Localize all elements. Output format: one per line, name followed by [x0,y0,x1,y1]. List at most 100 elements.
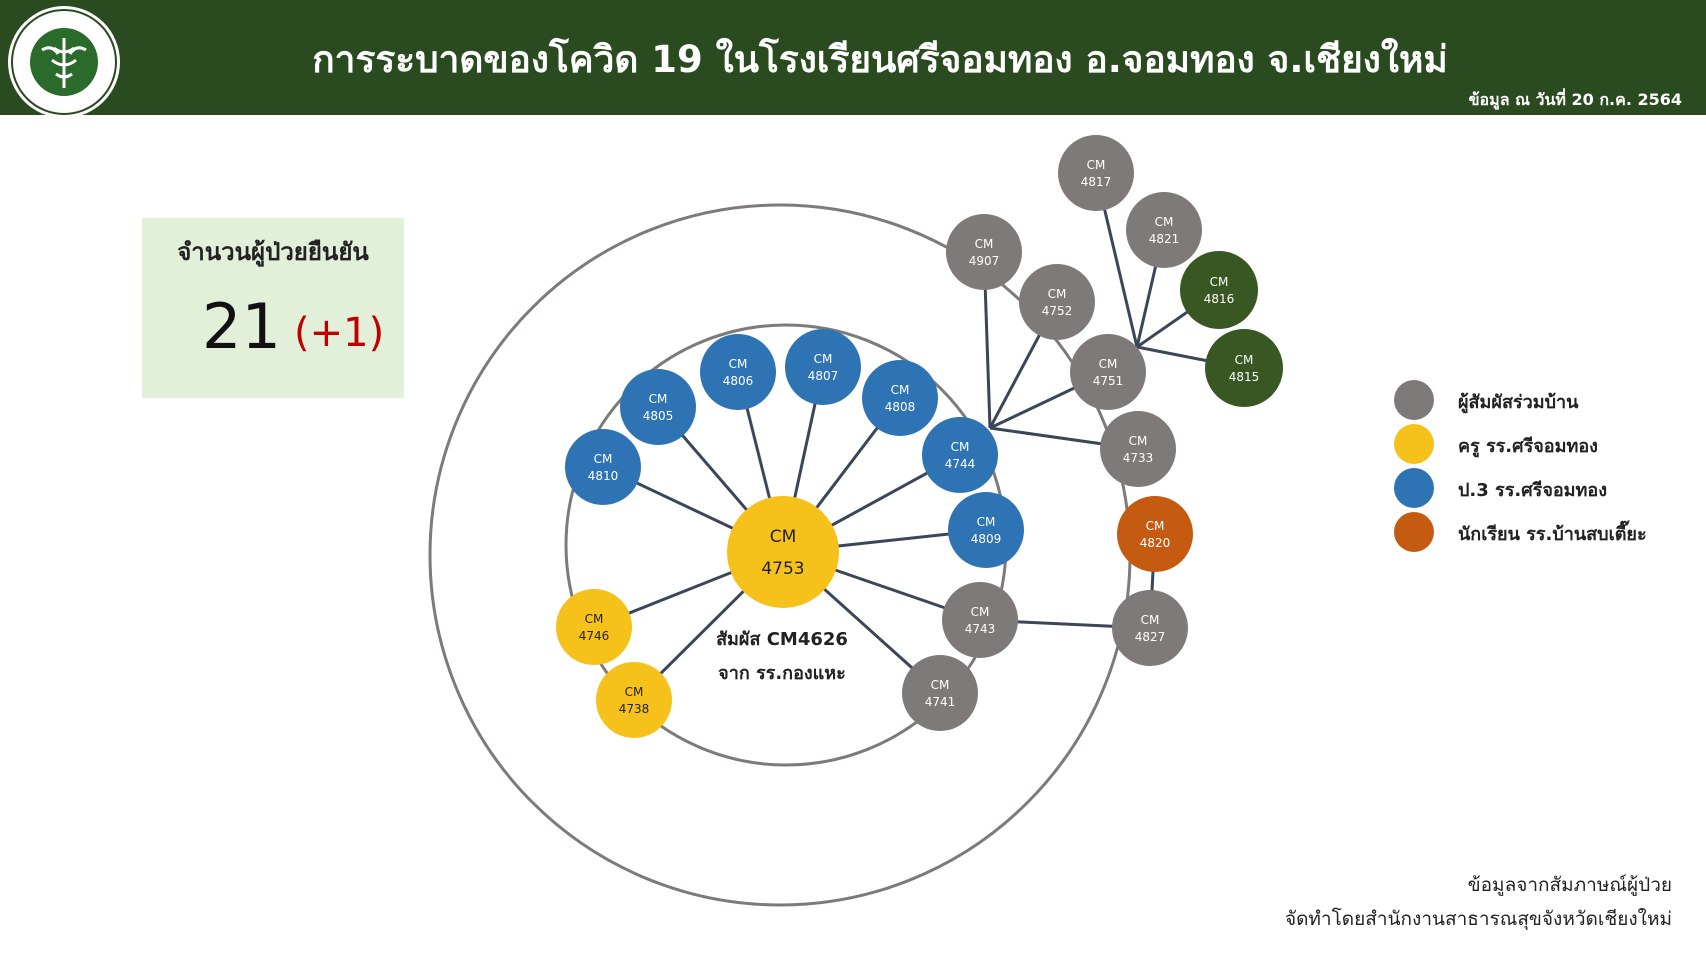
case-node-prefix: CM [649,392,668,406]
footer-source: ข้อมูลจากสัมภาษณ์ผู้ป่วย [1467,874,1672,896]
case-node-prefix: CM [951,440,970,454]
case-node-id: 4752 [1042,304,1073,318]
case-node-4821: CM 4821 [1126,192,1202,268]
case-node-4816: CM 4816 [1180,251,1258,329]
case-node-id: 4807 [808,369,839,383]
case-node-id: 4815 [1229,370,1260,384]
case-node-id: 4741 [925,695,956,709]
case-node-circle [1100,411,1176,487]
case-node-4746: CM 4746 [556,589,632,665]
case-node-id: 4821 [1149,232,1180,246]
case-node-id: 4827 [1135,630,1166,644]
legend-item-p3: ป.3 รร.ศรีจอมทอง [1394,468,1684,508]
data-date: ข้อมูล ณ วันที่ 20 ก.ค. 2564 [1468,90,1682,109]
case-node-circle [1117,496,1193,572]
case-node-circle [1205,329,1283,407]
case-node-circle [1070,334,1146,410]
confirmed-cases-label: จำนวนผู้ป่วยยืนยัน [177,238,369,266]
case-node-circle [620,369,696,445]
case-node-id: 4907 [969,254,1000,268]
legend-label-p3: ป.3 รร.ศรีจอมทอง [1458,480,1608,501]
case-node-circle [596,662,672,738]
case-node-id: 4746 [579,629,610,643]
case-node-id: 4753 [761,559,804,579]
legend-label-student-other: นักเรียน รร.บ้านสบเตี๊ยะ [1458,524,1647,545]
case-node-prefix: CM [1235,353,1254,367]
case-node-id: 4820 [1140,536,1171,550]
case-node-circle [902,655,978,731]
case-node-circle [727,496,839,608]
legend-dot-household [1394,380,1434,420]
ministry-logo [8,6,120,118]
case-node-4810: CM 4810 [565,429,641,505]
case-node-id: 4806 [723,374,754,388]
case-node-prefix: CM [977,515,996,529]
case-node-4741: CM 4741 [902,655,978,731]
case-node-id: 4817 [1081,175,1112,189]
case-node-circle [1058,135,1134,211]
case-node-4815: CM 4815 [1205,329,1283,407]
case-node-4752: CM 4752 [1019,264,1095,340]
legend-item-student-other: นักเรียน รร.บ้านสบเตี๊ยะ [1394,512,1684,552]
case-node-id: 4738 [619,702,650,716]
case-node-prefix: CM [975,237,994,251]
case-node-prefix: CM [1099,357,1118,371]
case-node-prefix: CM [1048,287,1067,301]
legend-dot-student-other [1394,512,1434,552]
case-node-prefix: CM [931,678,950,692]
case-node-prefix: CM [729,357,748,371]
legend-dot-teacher [1394,424,1434,464]
case-node-id: 4751 [1093,374,1124,388]
case-node-circle [1126,192,1202,268]
case-node-circle [922,417,998,493]
confirmed-cases-delta: (+1) [294,310,385,356]
legend-label-teacher: ครู รร.ศรีจอมทอง [1458,436,1598,457]
case-node-4805: CM 4805 [620,369,696,445]
case-node-4817: CM 4817 [1058,135,1134,211]
case-node-circle [785,329,861,405]
case-node-4807: CM 4807 [785,329,861,405]
case-node-circle [1180,251,1258,329]
case-node-id: 4810 [588,469,619,483]
case-node-prefix: CM [971,605,990,619]
case-node-id: 4733 [1123,451,1154,465]
case-node-prefix: CM [891,383,910,397]
case-node-prefix: CM [585,612,604,626]
case-node-4753: CM 4753 [727,496,839,608]
case-node-id: 4809 [971,532,1002,546]
case-node-4738: CM 4738 [596,662,672,738]
case-node-circle [862,360,938,436]
case-node-circle [700,334,776,410]
confirmed-cases-box: จำนวนผู้ป่วยยืนยัน 21 (+1) [142,218,404,398]
case-node-prefix: CM [814,352,833,366]
legend-label-household: ผู้สัมผัสร่วมบ้าน [1458,392,1579,413]
case-node-circle [1019,264,1095,340]
legend-item-household: ผู้สัมผัสร่วมบ้าน [1394,380,1684,420]
case-node-circle [948,492,1024,568]
case-node-4744: CM 4744 [922,417,998,493]
case-node-prefix: CM [1087,158,1106,172]
case-node-prefix: CM [770,527,797,547]
page-title: การระบาดของโควิด 19 ในโรงเรียนศรีจอมทอง … [312,38,1448,81]
case-node-prefix: CM [1155,215,1174,229]
case-node-4751: CM 4751 [1070,334,1146,410]
center-note-line2: จาก รร.กองแหะ [718,663,846,684]
legend-item-teacher: ครู รร.ศรีจอมทอง [1394,424,1684,464]
case-node-prefix: CM [594,452,613,466]
case-node-id: 4744 [945,457,976,471]
case-node-prefix: CM [1210,275,1229,289]
case-node-id: 4816 [1204,292,1235,306]
case-node-id: 4805 [643,409,674,423]
legend-dot-p3 [1394,468,1434,508]
case-node-4808: CM 4808 [862,360,938,436]
case-node-id: 4808 [885,400,916,414]
case-node-prefix: CM [625,685,644,699]
case-node-circle [946,214,1022,290]
footer-credits: ข้อมูลจากสัมภาษณ์ผู้ป่วย จัดทำโดยสำนักงา… [1285,868,1672,936]
confirmed-cases-count: 21 [202,290,281,363]
case-node-circle [1112,590,1188,666]
